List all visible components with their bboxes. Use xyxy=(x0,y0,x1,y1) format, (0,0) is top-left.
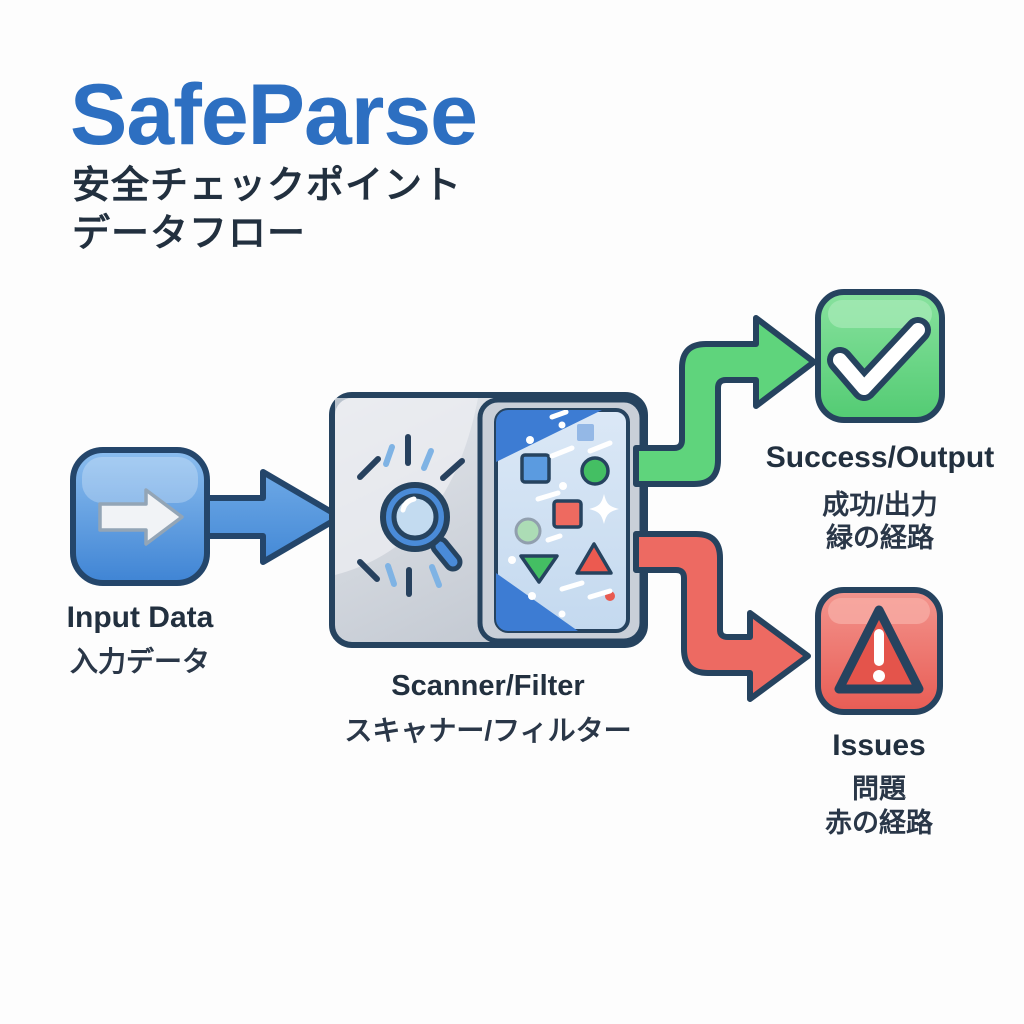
success-node-label-ja1: 成功/出力 xyxy=(822,490,938,520)
success-node xyxy=(815,289,945,423)
screen-with-shapes-icon xyxy=(477,397,645,644)
page-title: SafeParse xyxy=(70,67,478,163)
input-node-label-ja: 入力データ xyxy=(69,646,210,677)
scanner-node-label: Scanner/Filter xyxy=(391,670,585,702)
flow-arrow-red xyxy=(633,531,811,702)
arrow-right-icon xyxy=(98,488,184,546)
checkmark-icon xyxy=(827,317,931,401)
scanner-node xyxy=(329,392,648,648)
issues-node-label-ja2: 赤の経路 xyxy=(825,808,933,838)
success-node-label-ja2: 緑の経路 xyxy=(826,523,934,553)
page-subtitle: 安全チェックポイント データフロー xyxy=(72,162,462,259)
magnifier-icon xyxy=(357,434,465,597)
flow-arrow-green xyxy=(633,315,817,487)
input-node xyxy=(70,447,210,586)
issues-node-label-ja1: 問題 xyxy=(852,774,906,804)
input-node-label: Input Data xyxy=(66,601,214,634)
warning-triangle-icon xyxy=(834,605,924,694)
subtitle-line-1: 安全チェックポイント xyxy=(72,165,463,207)
success-node-label: Success/Output xyxy=(765,441,995,474)
issues-node-label: Issues xyxy=(832,729,926,762)
scanner-node-label-ja: スキャナー/フィルター xyxy=(344,715,632,746)
issues-node xyxy=(815,587,943,715)
subtitle-line-2: データフロー xyxy=(72,213,307,256)
